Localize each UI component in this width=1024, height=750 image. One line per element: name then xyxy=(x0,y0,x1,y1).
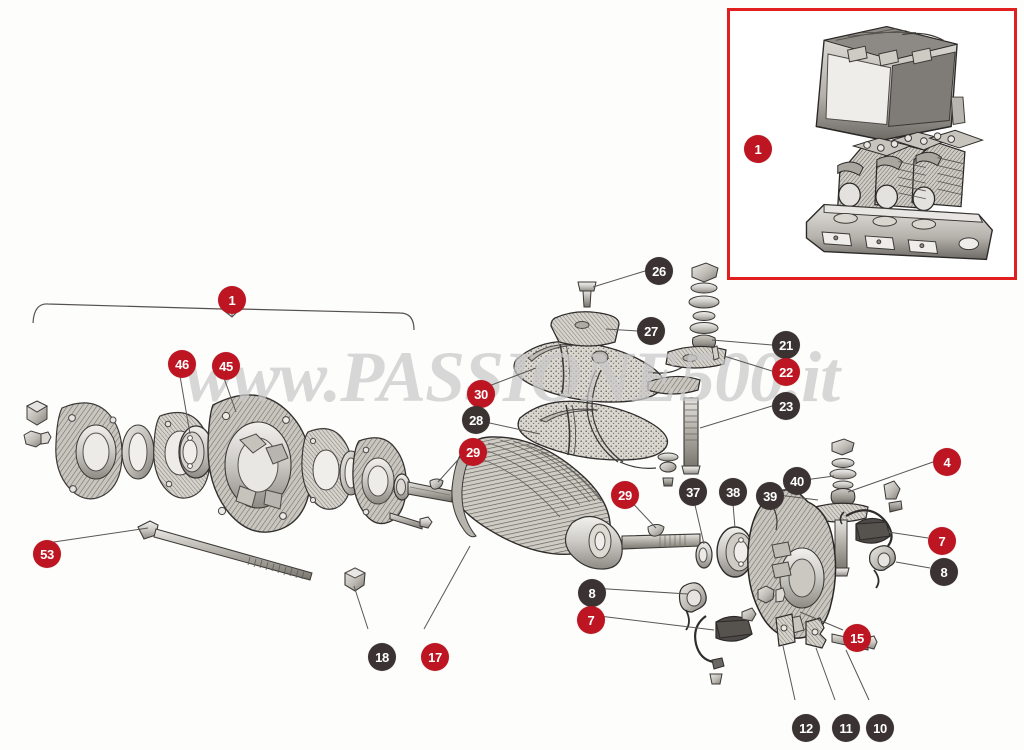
callout-bubble-23-8[interactable]: 23 xyxy=(772,392,800,420)
callout-label: 28 xyxy=(469,412,483,428)
callout-bubble-30-9[interactable]: 30 xyxy=(467,380,495,408)
terminal-stack xyxy=(550,262,727,475)
callout-label: 45 xyxy=(219,358,233,374)
callout-label: 15 xyxy=(850,630,864,646)
brush-assembly-right xyxy=(839,480,903,589)
callout-label: 21 xyxy=(779,337,793,353)
callout-bubble-37-13[interactable]: 37 xyxy=(679,478,707,506)
callout-label: 39 xyxy=(763,488,777,504)
callout-bubble-1-inset[interactable]: 1 xyxy=(744,135,772,163)
callout-label: 7 xyxy=(938,533,946,549)
armature-17 xyxy=(451,436,701,570)
brush-assembly-left xyxy=(678,582,753,685)
short-bolt xyxy=(389,512,433,530)
ball-bearing-46 xyxy=(178,425,214,479)
callout-bubble-40-16[interactable]: 40 xyxy=(783,467,811,495)
callout-label: 37 xyxy=(686,484,700,500)
bearing-37 xyxy=(695,541,713,569)
callout-bubble-7-22[interactable]: 7 xyxy=(577,606,605,634)
small-hardware-left xyxy=(23,400,52,448)
brush-end-bracket-45 xyxy=(207,394,312,533)
callout-bubble-27-5[interactable]: 27 xyxy=(637,317,665,345)
callout-bubble-21-6[interactable]: 21 xyxy=(772,331,800,359)
callout-label: 23 xyxy=(779,398,793,414)
end-cover-plate xyxy=(55,402,123,500)
callout-label: 7 xyxy=(587,612,595,628)
callout-bubble-29-12[interactable]: 29 xyxy=(611,481,639,509)
small-washer-pin xyxy=(657,452,679,487)
callout-label: 10 xyxy=(873,720,887,736)
stud-stack-39-40 xyxy=(811,438,869,577)
callout-bubble-39-15[interactable]: 39 xyxy=(756,482,784,510)
callout-bubble-15-20[interactable]: 15 xyxy=(843,624,871,652)
callout-bubble-28-10[interactable]: 28 xyxy=(462,406,490,434)
callout-bubble-17-25[interactable]: 17 xyxy=(421,643,449,671)
callout-bubble-22-7[interactable]: 22 xyxy=(772,358,800,386)
bearing-38 xyxy=(716,526,754,578)
callout-bubble-38-14[interactable]: 38 xyxy=(719,478,747,506)
regulator-cover xyxy=(815,25,966,141)
callout-label: 11 xyxy=(839,720,853,736)
voltage-regulator-inset xyxy=(727,8,1017,280)
callout-bubble-1-bracket[interactable]: 1 xyxy=(218,286,246,314)
callout-label: 29 xyxy=(466,444,480,460)
callout-label: 27 xyxy=(644,323,658,339)
regulator-artwork xyxy=(805,25,994,261)
through-bolt-53 xyxy=(137,520,313,581)
hex-nut-18 xyxy=(343,567,367,592)
callout-label: 1 xyxy=(228,292,236,308)
callout-bubble-26-4[interactable]: 26 xyxy=(645,257,673,285)
callout-label: 38 xyxy=(726,484,740,500)
callout-bubble-7-18[interactable]: 7 xyxy=(928,527,956,555)
callout-bubble-29-11[interactable]: 29 xyxy=(459,438,487,466)
callout-label: 22 xyxy=(779,364,793,380)
woodruff-key-29-right xyxy=(647,524,665,537)
callout-label: 53 xyxy=(40,546,54,562)
callout-label: 46 xyxy=(175,356,189,372)
callout-label: 4 xyxy=(943,454,951,470)
bottom-hardware xyxy=(757,585,878,651)
spacer-plate xyxy=(301,428,353,510)
callout-label: 40 xyxy=(790,473,804,489)
callout-bubble-4-17[interactable]: 4 xyxy=(933,448,961,476)
callout-label: 8 xyxy=(940,564,948,580)
callout-bubble-46-2[interactable]: 46 xyxy=(168,350,196,378)
callout-bubble-8-21[interactable]: 8 xyxy=(578,579,606,607)
callout-label: 1 xyxy=(754,141,762,157)
callout-label: 29 xyxy=(618,487,632,503)
bearing-cap-plate xyxy=(352,437,407,525)
callout-label: 8 xyxy=(588,585,596,601)
callout-bubble-10-28[interactable]: 10 xyxy=(866,714,894,742)
insulator-ring-1 xyxy=(121,424,155,480)
callout-bubble-11-27[interactable]: 11 xyxy=(832,714,860,742)
callout-label: 26 xyxy=(652,263,666,279)
callout-label: 30 xyxy=(474,386,488,402)
callout-bubble-12-26[interactable]: 12 xyxy=(792,714,820,742)
callout-bubble-18-24[interactable]: 18 xyxy=(368,643,396,671)
small-bearing-shaft-end xyxy=(393,473,411,501)
callout-bubble-45-3[interactable]: 45 xyxy=(212,352,240,380)
misc-small-parts xyxy=(741,607,757,622)
callout-label: 17 xyxy=(428,649,442,665)
callout-label: 12 xyxy=(799,720,813,736)
callout-bubble-53-23[interactable]: 53 xyxy=(33,540,61,568)
callout-label: 18 xyxy=(375,649,389,665)
callout-bubble-8-19[interactable]: 8 xyxy=(930,558,958,586)
woodruff-key-29-left xyxy=(429,478,444,490)
regulator-base xyxy=(805,129,994,261)
